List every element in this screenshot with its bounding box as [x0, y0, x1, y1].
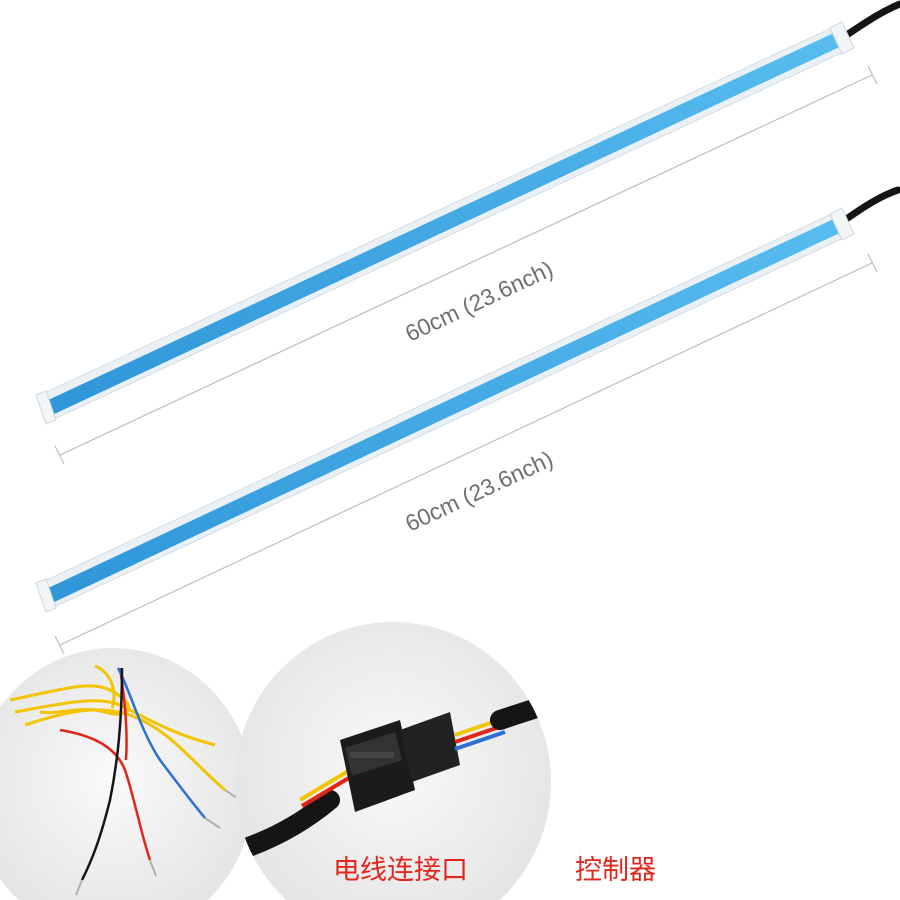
photo-wires: [0, 648, 253, 900]
photo-connector: [235, 622, 551, 900]
length-label-2: 60cm (23.6nch): [401, 445, 557, 536]
controller-caption: 控制器: [575, 855, 656, 886]
length-label-1: 60cm (23.6nch): [401, 255, 557, 346]
led-strip-2: [35, 186, 900, 613]
connector-caption: 电线连接口: [333, 855, 468, 886]
led-strip-1: [35, 0, 900, 425]
